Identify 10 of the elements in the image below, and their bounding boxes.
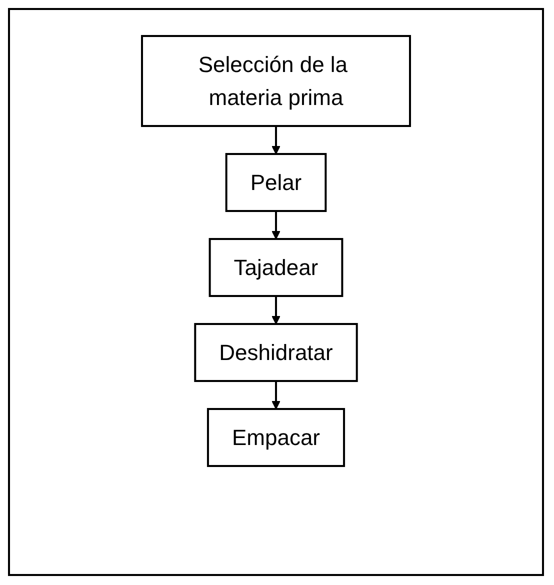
node-box xyxy=(141,35,411,127)
node-box xyxy=(194,323,358,382)
node-box xyxy=(225,153,327,212)
arrow xyxy=(272,211,280,240)
frame-border: Selección de la materia prima Pelar Tajadear Deshidratar Empacar xyxy=(8,8,544,576)
arrow xyxy=(272,296,280,324)
node-box xyxy=(206,408,346,467)
arrow xyxy=(272,126,280,154)
node-box xyxy=(208,238,344,297)
arrow xyxy=(272,381,280,410)
